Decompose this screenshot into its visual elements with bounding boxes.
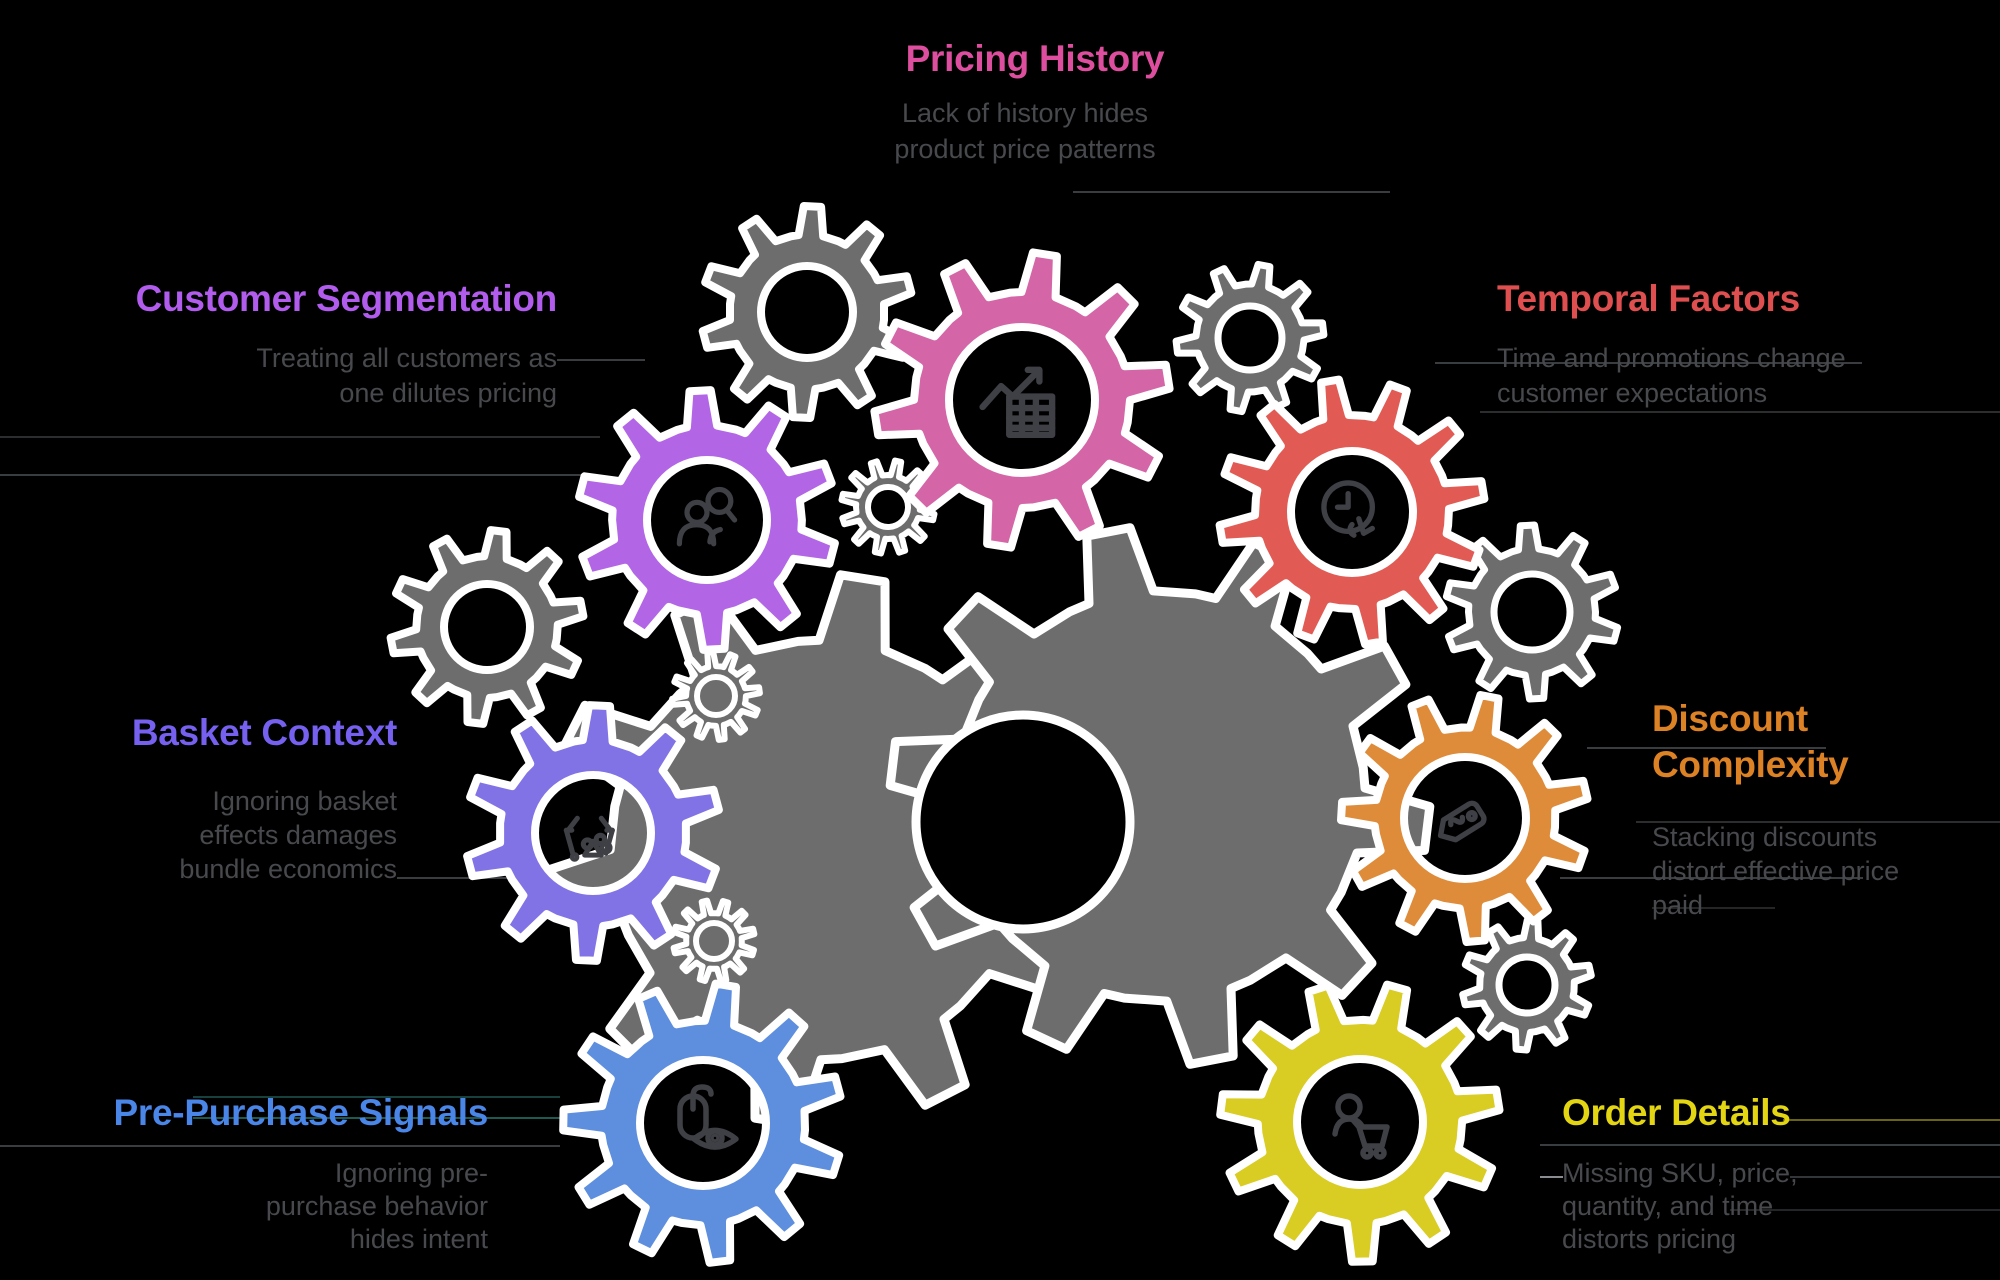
temporal-factors-description: Time and promotions change customer expe… xyxy=(1497,343,1846,408)
gear-pre-purchase-signals xyxy=(559,979,845,1267)
mouse-eye-icon xyxy=(677,1084,739,1150)
order-details-description: Missing SKU, price, quantity, and time d… xyxy=(1562,1158,1798,1254)
gear-temporal-factors xyxy=(1215,375,1489,649)
temporal-factors-title: Temporal Factors xyxy=(1497,278,1800,319)
gear-basket-context xyxy=(463,701,723,965)
pricing-history-title: Pricing History xyxy=(905,38,1165,79)
pricing-history-description: Lack of history hides product price patt… xyxy=(894,98,1156,164)
price-tag-icon xyxy=(1437,800,1487,843)
gray-gear-small-top xyxy=(838,457,938,557)
gray-gear-small-bottom xyxy=(670,897,758,985)
shopper-cart-icon xyxy=(1332,1093,1390,1160)
discount-complexity-description: Stacking discounts distort effective pri… xyxy=(1652,822,1900,920)
gray-gear-left xyxy=(386,526,588,728)
basket-context-description: Ignoring basket effects damages bundle e… xyxy=(179,786,397,884)
gray-gear-top-left xyxy=(698,202,916,422)
basket-context-title: Basket Context xyxy=(131,712,397,753)
pre-purchase-signals-description: Ignoring pre-purchase behavior hides int… xyxy=(265,1158,488,1254)
customer-segmentation-title: Customer Segmentation xyxy=(135,278,558,319)
order-details-title: Order Details xyxy=(1562,1092,1791,1133)
gray-gear-small-middle xyxy=(669,649,763,743)
basket-icon xyxy=(563,815,615,862)
gear-order-details xyxy=(1216,980,1504,1266)
customers-icon xyxy=(676,486,738,547)
customer-segmentation-description: Treating all customers as one dilutes pr… xyxy=(256,343,557,408)
central-gear-hub xyxy=(911,710,1135,934)
pre-purchase-signals-title: Pre-Purchase Signals xyxy=(113,1092,489,1133)
gray-gear-top-right xyxy=(1172,260,1328,416)
gray-gear-right xyxy=(1442,521,1622,703)
gear-discount-complexity xyxy=(1337,691,1592,946)
discount-complexity-title: Discount Complexity xyxy=(1652,698,1849,785)
chart-icon xyxy=(979,366,1056,438)
gear-pricing-history xyxy=(870,248,1174,552)
gray-gear-bottom-right xyxy=(1459,916,1595,1054)
leader-lines xyxy=(0,191,2000,1211)
clock-icon xyxy=(1321,480,1375,538)
gear-customer-segmentation xyxy=(575,386,839,654)
